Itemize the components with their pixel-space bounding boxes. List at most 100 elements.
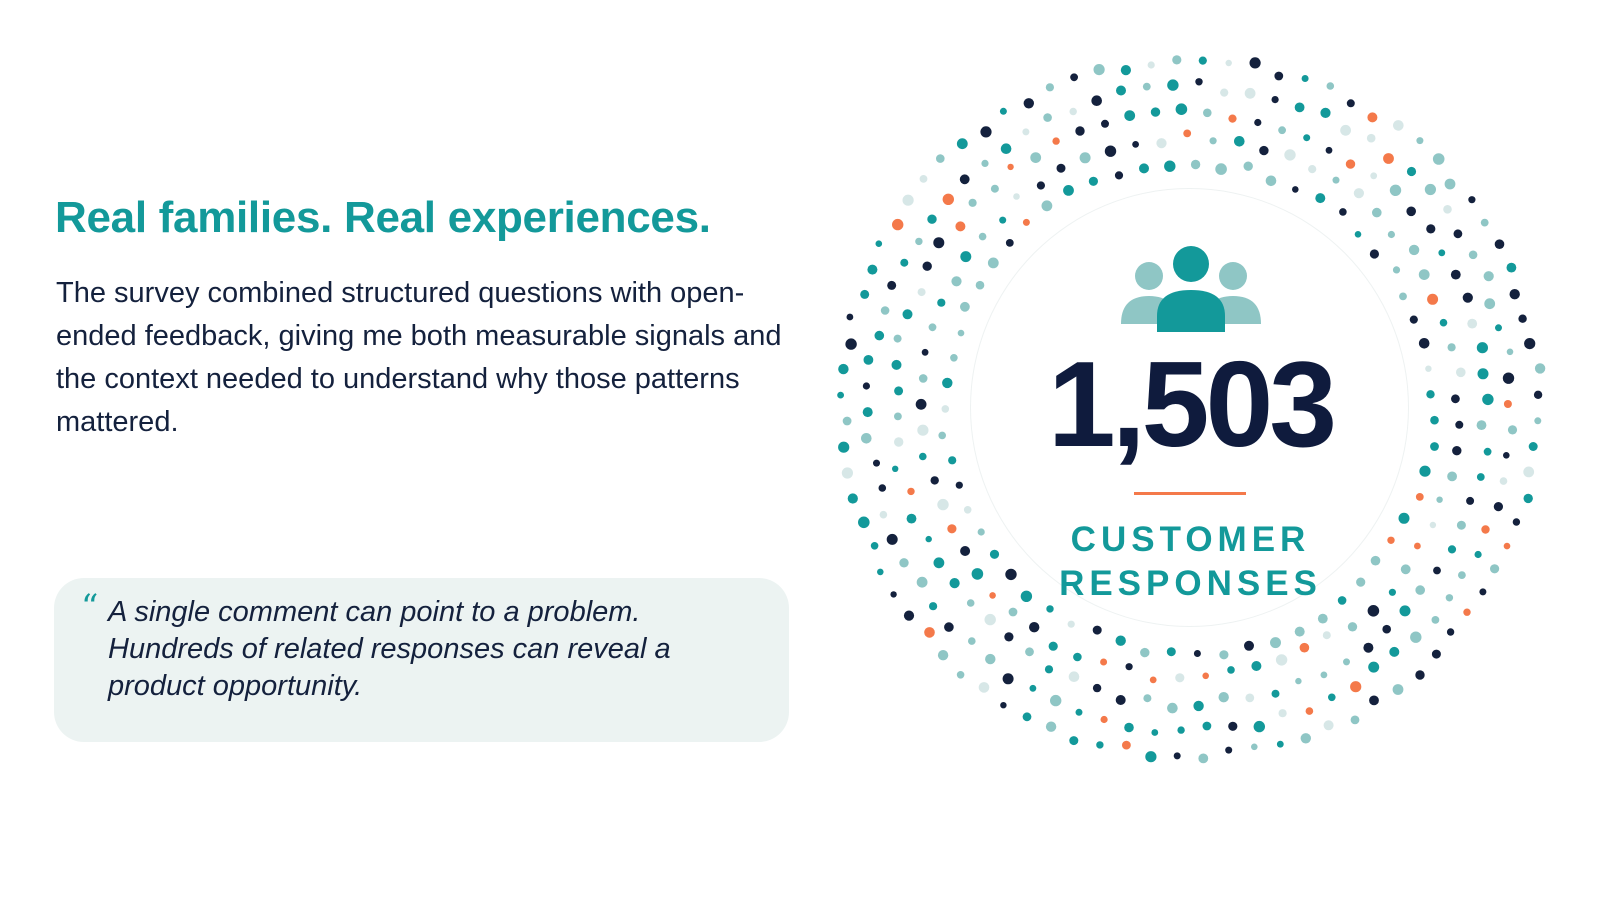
decorative-dot bbox=[1142, 82, 1151, 91]
decorative-dot bbox=[1447, 343, 1456, 352]
decorative-dot bbox=[1124, 722, 1134, 733]
decorative-dot bbox=[1177, 726, 1185, 734]
decorative-dot bbox=[1476, 420, 1487, 430]
decorative-dot bbox=[1149, 676, 1157, 684]
decorative-dot bbox=[1270, 637, 1281, 649]
decorative-dot bbox=[1368, 661, 1380, 673]
decorative-dot bbox=[987, 257, 999, 269]
decorative-dot bbox=[1534, 417, 1542, 425]
decorative-dot bbox=[956, 671, 965, 679]
decorative-dot bbox=[1075, 708, 1083, 716]
decorative-dot bbox=[1503, 400, 1512, 408]
decorative-dot bbox=[1100, 715, 1108, 724]
decorative-dot bbox=[1414, 542, 1421, 550]
decorative-dot bbox=[1370, 172, 1378, 180]
decorative-dot bbox=[925, 535, 932, 543]
decorative-dot bbox=[1343, 658, 1350, 666]
decorative-dot bbox=[1419, 465, 1431, 477]
decorative-dot bbox=[1045, 83, 1054, 92]
decorative-dot bbox=[875, 240, 883, 247]
decorative-dot bbox=[1426, 224, 1436, 234]
decorative-dot bbox=[1523, 466, 1535, 478]
decorative-dot bbox=[955, 481, 963, 489]
decorative-dot bbox=[1156, 138, 1167, 149]
decorative-dot bbox=[1320, 107, 1331, 118]
decorative-dot bbox=[1023, 98, 1034, 109]
decorative-dot bbox=[1175, 673, 1185, 683]
decorative-dot bbox=[1225, 746, 1233, 754]
decorative-dot bbox=[860, 289, 870, 299]
decorative-dot bbox=[1244, 87, 1256, 99]
decorative-dot bbox=[1506, 262, 1517, 273]
decorative-dot bbox=[1249, 57, 1261, 69]
decorative-dot bbox=[1198, 753, 1209, 764]
decorative-dot bbox=[1013, 193, 1020, 200]
decorative-dot bbox=[1278, 709, 1287, 718]
decorative-dot bbox=[1424, 183, 1436, 196]
decorative-dot bbox=[1140, 647, 1150, 658]
decorative-dot bbox=[1172, 55, 1182, 65]
decorative-dot bbox=[878, 484, 887, 492]
decorative-dot bbox=[1445, 594, 1454, 602]
decorative-dot bbox=[1528, 442, 1538, 451]
decorative-dot bbox=[880, 306, 890, 315]
decorative-dot bbox=[1151, 729, 1159, 736]
decorative-dot bbox=[845, 338, 857, 350]
decorative-dot bbox=[1512, 518, 1521, 526]
decorative-dot bbox=[890, 591, 897, 598]
decorative-dot bbox=[1228, 114, 1237, 123]
decorative-dot bbox=[1218, 692, 1229, 703]
decorative-dot bbox=[1202, 672, 1209, 680]
decorative-dot bbox=[1122, 740, 1131, 750]
decorative-dot bbox=[1308, 165, 1317, 174]
decorative-dot bbox=[1399, 605, 1411, 617]
decorative-dot bbox=[1305, 707, 1314, 715]
decorative-dot bbox=[1096, 741, 1104, 749]
decorative-dot bbox=[918, 374, 928, 383]
decorative-dot bbox=[1325, 146, 1333, 154]
decorative-dot bbox=[1043, 113, 1052, 122]
decorative-dot bbox=[1164, 160, 1176, 172]
decorative-dot bbox=[877, 568, 884, 576]
decorative-dot bbox=[1506, 348, 1514, 356]
decorative-dot bbox=[1409, 315, 1418, 324]
decorative-dot bbox=[1346, 99, 1355, 108]
decorative-dot bbox=[1050, 694, 1062, 707]
decorative-dot bbox=[975, 280, 985, 290]
quote-text: A single comment can point to a problem.… bbox=[108, 596, 671, 702]
decorative-dot bbox=[941, 405, 950, 413]
decorative-dot bbox=[1251, 661, 1262, 671]
decorative-dot bbox=[1253, 720, 1266, 733]
decorative-dot bbox=[1259, 145, 1269, 156]
decorative-dot bbox=[1453, 229, 1463, 239]
decorative-dot bbox=[1347, 622, 1358, 632]
decorative-dot bbox=[1251, 743, 1258, 751]
decorative-dot bbox=[944, 622, 954, 632]
decorative-dot bbox=[1000, 702, 1007, 709]
decorative-dot bbox=[1509, 289, 1520, 300]
decorative-dot bbox=[919, 175, 928, 183]
decorative-dot bbox=[1400, 564, 1411, 575]
decorative-dot bbox=[1443, 205, 1452, 214]
decorative-dot bbox=[894, 386, 904, 396]
decorative-dot bbox=[1431, 649, 1441, 659]
decorative-dot bbox=[893, 334, 902, 343]
decorative-dot bbox=[1399, 292, 1407, 301]
decorative-dot bbox=[846, 313, 854, 321]
decorative-dot bbox=[1477, 368, 1489, 380]
decorative-dot bbox=[1045, 721, 1057, 732]
decorative-dot bbox=[1167, 702, 1178, 714]
decorative-dot bbox=[1438, 249, 1446, 257]
decorative-dot bbox=[1455, 420, 1464, 429]
quote-card: “ A single comment can point to a proble… bbox=[54, 578, 789, 742]
decorative-dot bbox=[1202, 721, 1212, 731]
decorative-dot bbox=[929, 602, 938, 611]
decorative-dot bbox=[1303, 134, 1311, 142]
decorative-dot bbox=[1367, 605, 1380, 617]
decorative-dot bbox=[1388, 588, 1396, 596]
decorative-dot bbox=[1429, 521, 1437, 529]
decorative-dot bbox=[1322, 631, 1331, 640]
decorative-dot bbox=[1366, 133, 1376, 143]
decorative-dot bbox=[917, 424, 929, 436]
decorative-dot bbox=[1036, 181, 1045, 190]
